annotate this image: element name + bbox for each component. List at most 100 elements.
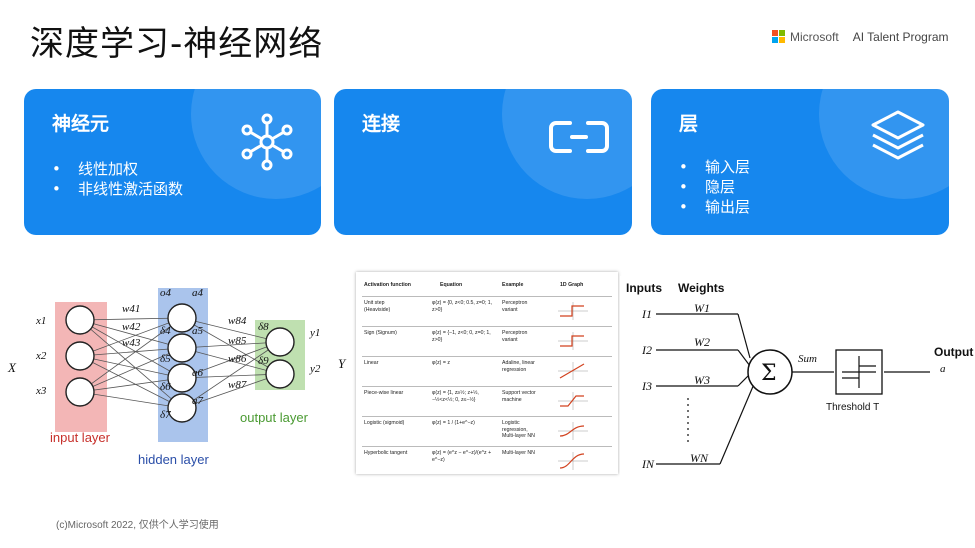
table-cell: φ(z) = {1, z≥½; z+½, −½<z<½; 0, z≤−½} bbox=[432, 390, 479, 403]
network-edge bbox=[79, 377, 183, 393]
hidden-act-label: a7 bbox=[192, 395, 204, 407]
card-connection: 连接 bbox=[334, 89, 632, 235]
network-edge bbox=[79, 355, 183, 379]
perceptron-weight: WN bbox=[690, 451, 709, 465]
perceptron-input: I1 bbox=[641, 307, 652, 321]
activation-table: Activation function Equation Example 1D … bbox=[356, 272, 618, 474]
card-bullets: 线性加权 非线性激活函数 bbox=[52, 159, 183, 199]
weight-label: w87 bbox=[228, 379, 247, 391]
table-header-cell: 1D Graph bbox=[560, 282, 584, 288]
hidden-act-label: a6 bbox=[192, 367, 204, 379]
weight-label: w42 bbox=[122, 321, 141, 333]
card-title: 连接 bbox=[362, 113, 401, 135]
inputs-heading: Inputs bbox=[626, 281, 662, 295]
hidden-delta-label: δ5 bbox=[160, 353, 171, 365]
network-edge bbox=[181, 317, 281, 343]
network-edge bbox=[79, 317, 183, 357]
table-row: Logistic (sigmoid)φ(z) = 1 / (1+e^−z)Log… bbox=[362, 416, 612, 447]
table-cell: φ(z) = 1 / (1+e^−z) bbox=[432, 420, 475, 426]
table-cell: φ(z) = {−1, z<0; 0, z=0; 1, z>0} bbox=[432, 330, 491, 343]
perceptron-weight: W2 bbox=[694, 335, 710, 349]
neuron-network-icon bbox=[241, 113, 293, 171]
page-title: 深度学习-神经网络 bbox=[30, 24, 324, 64]
input-node bbox=[65, 305, 95, 335]
hidden-top-label: o4 bbox=[160, 287, 172, 299]
table-header-cell: Activation function bbox=[364, 282, 411, 288]
bullet-item: 隐层 bbox=[679, 177, 750, 197]
table-cell: Adaline, linear regression bbox=[502, 360, 535, 373]
table-cell: φ(z) = z bbox=[432, 360, 450, 366]
sum-label: Sum bbox=[798, 353, 817, 365]
network-edge bbox=[79, 391, 183, 409]
perceptron-input: I2 bbox=[641, 343, 652, 357]
output-heading: Output bbox=[934, 345, 973, 359]
microsoft-logo-icon bbox=[772, 30, 786, 44]
table-cell: φ(z) = {0, z<0; 0.5, z=0; 1, z>0} bbox=[432, 300, 493, 313]
card-title: 神经元 bbox=[52, 113, 110, 135]
network-edge bbox=[181, 317, 281, 375]
weight-label: w84 bbox=[228, 315, 247, 327]
table-cell: Support vector machine bbox=[502, 390, 536, 403]
card-bullets: 输入层 隐层 输出层 bbox=[679, 157, 750, 217]
output-symbol: a bbox=[940, 363, 946, 375]
table-cell: Hyperbolic tangent bbox=[364, 450, 408, 456]
output-delta-label: δ9 bbox=[258, 355, 269, 367]
bullet-item: 输出层 bbox=[679, 197, 750, 217]
network-edge bbox=[181, 341, 281, 349]
table-cell: Sign (Signum) bbox=[364, 330, 397, 336]
network-edge bbox=[181, 341, 281, 409]
network-edge bbox=[79, 319, 183, 409]
input-node bbox=[65, 341, 95, 371]
hidden-delta-label: δ4 bbox=[160, 325, 171, 337]
weight-label: w43 bbox=[122, 337, 141, 349]
input-layer-label: input layer bbox=[50, 430, 111, 445]
hidden-delta-label: δ6 bbox=[160, 381, 171, 393]
network-diagram: X Y x1 x2 x3 o4 a4 δ4 δ5 δ6 δ7 a5 a6 a7 … bbox=[0, 274, 352, 474]
hidden-layer-label: hidden layer bbox=[138, 452, 209, 467]
table-row: Unit step (Heaviside)φ(z) = {0, z<0; 0.5… bbox=[362, 296, 612, 327]
output-label: y1 bbox=[309, 327, 320, 339]
network-edge bbox=[79, 355, 183, 409]
link-icon bbox=[549, 121, 609, 153]
output-node bbox=[265, 327, 295, 357]
table-cell: Perceptron variant bbox=[502, 300, 528, 313]
network-edge bbox=[79, 317, 183, 321]
table-row: Sign (Signum) φ(z) = {−1, z<0; 0, z=0; 1,… bbox=[362, 326, 612, 357]
activation-graph-icon bbox=[558, 392, 588, 410]
program-name: AI Talent Program bbox=[852, 30, 949, 44]
table-header-cell: Equation bbox=[440, 282, 463, 288]
activation-graph-icon bbox=[558, 422, 588, 440]
weights-heading: Weights bbox=[678, 281, 725, 295]
sum-symbol: Σ bbox=[761, 361, 777, 386]
perceptron-diagram: Inputs Weights Output I1 I2 I3 IN W1 W2 … bbox=[620, 276, 975, 476]
input-x-label: X bbox=[7, 360, 17, 375]
perceptron-input: IN bbox=[641, 457, 655, 471]
network-edge bbox=[181, 373, 281, 409]
network-edge bbox=[79, 319, 183, 379]
activation-graph-icon bbox=[558, 332, 588, 350]
output-node bbox=[265, 359, 295, 389]
network-edge bbox=[79, 347, 183, 357]
card-layers: 层 输入层 隐层 输出层 bbox=[651, 89, 949, 235]
activation-graph-icon bbox=[558, 302, 588, 320]
network-edge bbox=[79, 317, 183, 393]
threshold-label: Threshold T bbox=[826, 402, 879, 413]
network-edge bbox=[181, 373, 281, 379]
table-header-cell: Example bbox=[502, 282, 524, 288]
hidden-node bbox=[167, 333, 197, 363]
hidden-node bbox=[167, 363, 197, 393]
hidden-node bbox=[167, 303, 197, 333]
network-edge bbox=[79, 347, 183, 393]
output-layer-label: output layer bbox=[240, 410, 309, 425]
footer-note: (c)Microsoft 2022, 仅供个人学习使用 bbox=[56, 520, 219, 531]
input-label: x3 bbox=[35, 385, 47, 397]
network-edge bbox=[181, 341, 281, 379]
bullet-item: 输入层 bbox=[679, 157, 750, 177]
output-delta-label: δ8 bbox=[258, 321, 269, 333]
table-cell: Multi-layer NN bbox=[502, 450, 535, 456]
card-title: 层 bbox=[679, 113, 699, 135]
input-label: x1 bbox=[35, 315, 46, 327]
